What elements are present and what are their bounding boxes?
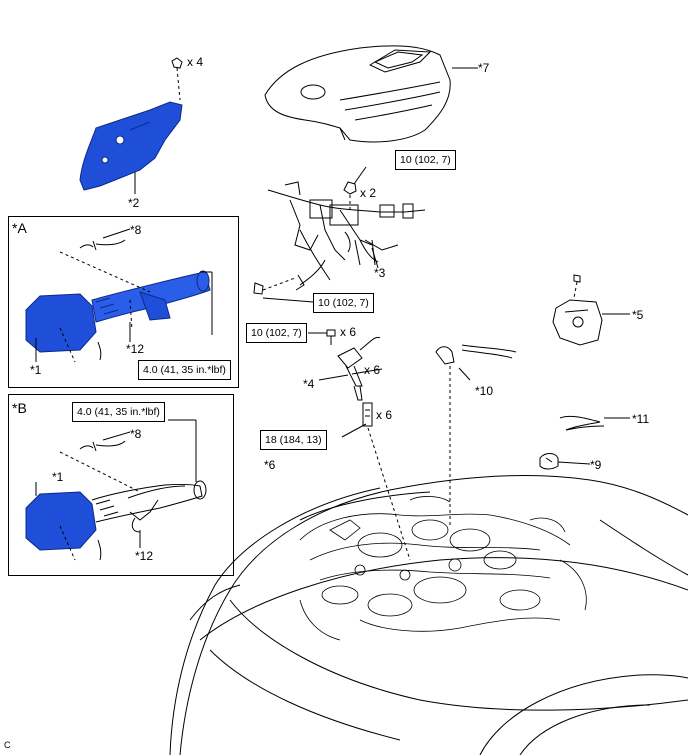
callout-p12b: *12	[135, 549, 154, 563]
group-b-art	[25, 419, 207, 561]
callout-p10: *10	[475, 384, 494, 398]
spark-plug	[341, 402, 411, 561]
torque-bolt-coil: 10 (102, 7)	[246, 323, 307, 343]
group-b-label: *B	[12, 400, 27, 416]
callout-p1b: *1	[52, 470, 64, 484]
callout-p5: *5	[632, 308, 644, 322]
qty-coil-x6: x 6	[364, 363, 381, 377]
qty-bolt-x6: x 6	[340, 325, 357, 339]
qty-plug-x6: x 6	[376, 408, 393, 422]
group-a-label: *A	[12, 220, 27, 236]
ignition-coil	[337, 336, 383, 401]
callout-p12a: *12	[126, 342, 145, 356]
callout-p4: *4	[303, 377, 315, 391]
group-b-frame	[8, 394, 234, 576]
torque-bolt-harness: 10 (102, 7)	[313, 293, 374, 313]
qty-nut-x2: x 2	[360, 186, 377, 200]
hose-11	[559, 415, 630, 431]
vacuum-hose	[435, 344, 517, 525]
torque-clamp-b: 4.0 (41, 35 in.*lbf)	[72, 402, 165, 422]
torque-plug: 18 (184, 13)	[260, 430, 327, 450]
callout-p2: *2	[128, 196, 140, 210]
torque-nut-top: 10 (102, 7)	[395, 150, 456, 170]
engine-part-5	[552, 274, 630, 346]
callout-p6: *6	[264, 458, 276, 472]
callout-p8b: *8	[130, 427, 142, 441]
torque-clamp-a: 4.0 (41, 35 in.*lbf)	[138, 360, 231, 380]
vehicle-outline	[169, 474, 688, 755]
engine-cover	[264, 45, 478, 143]
qty-bolt-x4: x 4	[187, 55, 204, 69]
callout-p1a: *1	[30, 363, 42, 377]
leader-4	[318, 374, 349, 381]
callout-p9: *9	[590, 458, 602, 472]
callout-p11: *11	[632, 412, 650, 426]
corner-mark: C	[4, 740, 11, 750]
callout-p8a: *8	[130, 223, 142, 237]
callout-p3: *3	[374, 266, 386, 280]
callout-p7: *7	[478, 61, 490, 75]
wire-harness	[267, 181, 426, 291]
clamp-9	[539, 453, 591, 470]
group-a-frame	[8, 216, 239, 388]
fasteners	[171, 57, 367, 345]
part-2-cover	[79, 101, 183, 191]
group-a-art	[25, 228, 213, 363]
leader-3	[371, 239, 376, 266]
engine-bay	[299, 496, 587, 641]
